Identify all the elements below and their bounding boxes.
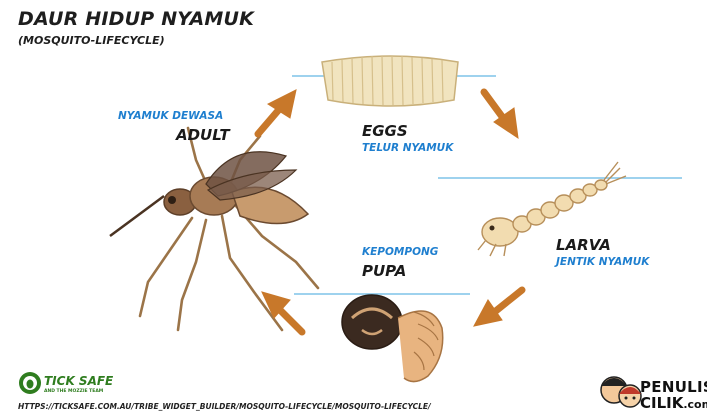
pupa-label: PUPA (362, 262, 406, 280)
egg-raft-image (322, 56, 458, 106)
source-url: HTTPS://TICKSAFE.COM.AU/TRIBE_WIDGET_BUI… (18, 402, 431, 411)
adult-label: ADULT (176, 126, 230, 144)
larva-label: LARVA (556, 236, 611, 254)
tick-safe-brand: TICK SAFE (44, 374, 113, 388)
larva-local-label: JENTIK NYAMUK (556, 256, 649, 268)
penulis-cilik-line2: CILIK.com (640, 394, 707, 412)
diagram-subtitle: (MOSQUITO-LIFECYCLE) (18, 34, 165, 47)
tick-safe-tagline: AND THE MOZZIE TEAM (44, 389, 103, 394)
adult-local-label: NYAMUK DEWASA (118, 110, 223, 122)
diagram-title: DAUR HIDUP NYAMUK (18, 8, 254, 30)
cilik-suffix: .com (683, 398, 707, 411)
eggs-label: EGGS (362, 122, 408, 140)
penulis-cilik-logo-icon (601, 377, 641, 407)
cilik-word: CILIK (640, 394, 683, 412)
tick-safe-logo (19, 372, 41, 394)
eggs-local-label: TELUR NYAMUK (362, 142, 453, 154)
arrow-larva-to-pupa (492, 290, 522, 314)
pupa-local-label: KEPOMPONG (362, 246, 438, 258)
pupa-image (342, 295, 443, 382)
